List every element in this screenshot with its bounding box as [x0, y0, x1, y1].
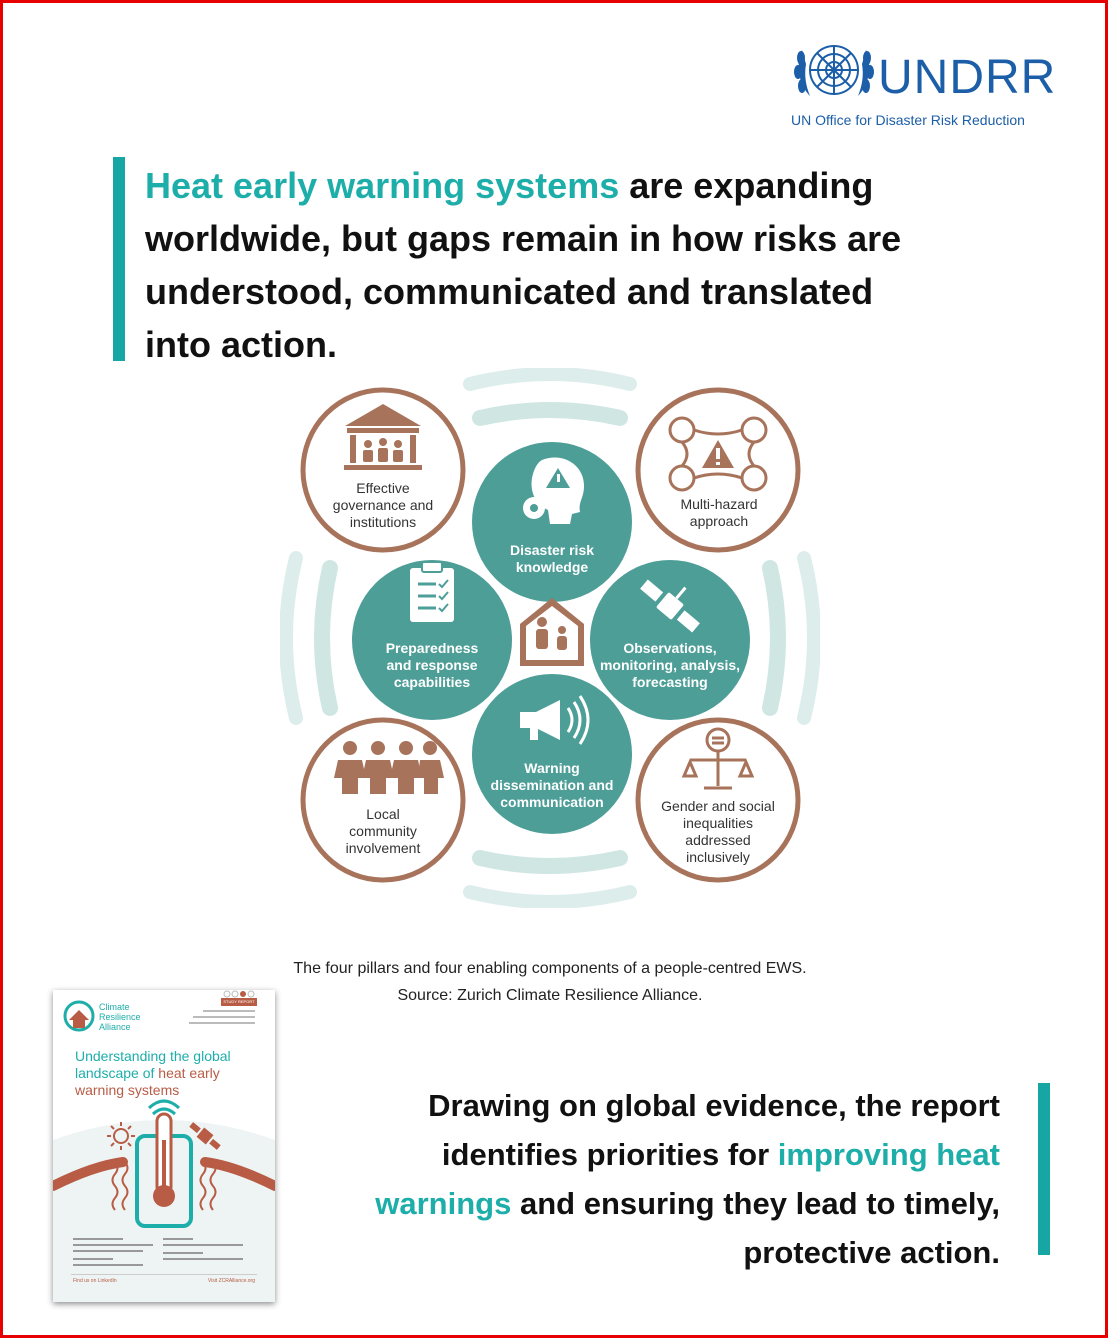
- report-badge: [221, 998, 257, 1006]
- arc-bottom-inner: [472, 850, 628, 874]
- caption-line-2: Source: Zurich Climate Resilience Allian…: [397, 987, 703, 1004]
- report-title-tail: warning systems: [75, 1082, 180, 1098]
- accent-bar: [113, 157, 125, 361]
- un-emblem-icon: [794, 45, 874, 96]
- cover-arc-left: [53, 1157, 128, 1191]
- report-org-line-1: Climate: [99, 1002, 130, 1012]
- satellite-icon: [640, 579, 700, 633]
- pillar-label-preparedness: Preparedness and response capabilities: [385, 640, 479, 690]
- closing-highlight: improving heat warnings: [375, 1137, 1000, 1221]
- report-footer-right: Visit ZCRAlliance.org: [207, 1278, 255, 1284]
- figure-caption: The four pillars and four enabling compo…: [240, 955, 860, 1009]
- headline: Heat early warning systems are expanding…: [145, 159, 915, 371]
- phone-thermometer-icon: [135, 1099, 193, 1228]
- report-title-plain: Understanding the global landscape of: [75, 1048, 231, 1081]
- sun-icon: [107, 1122, 135, 1150]
- multi-hazard-icon: [668, 416, 768, 492]
- closing-part-1: Drawing on global evidence, the report i…: [428, 1088, 1000, 1172]
- report-org-line-3: Alliance: [99, 1022, 131, 1032]
- arc-right-outer: [797, 551, 821, 725]
- cra-logo-icon: [63, 1000, 95, 1032]
- cover-author-lines: [73, 1238, 243, 1266]
- pillar-circle-preparedness: [348, 556, 516, 724]
- megaphone-icon: [520, 695, 590, 745]
- head-gear-icon: [523, 457, 584, 524]
- institution-icon: [344, 404, 422, 470]
- report-badge-text: STUDY REPORT: [223, 999, 255, 1004]
- report-title-highlight: heat early: [158, 1065, 220, 1081]
- pillar-label-knowledge: Disaster risk knowledge: [509, 542, 595, 575]
- outer-label-governance: Effective governance and institutions: [332, 480, 434, 530]
- headline-rest: are expanding worldwide, but gaps remain…: [145, 165, 902, 365]
- cover-satellite-icon: [189, 1122, 221, 1150]
- community-icon: [334, 741, 444, 794]
- arc-top-inner: [472, 402, 628, 426]
- report-org: Climate Resilience Alliance: [99, 1002, 141, 1032]
- brand-name: UNDRR: [878, 51, 1057, 104]
- scales-icon: [681, 727, 755, 790]
- report-title: Understanding the global landscape of he…: [75, 1048, 261, 1099]
- brand-office: UN Office for Disaster Risk Reduction: [791, 112, 1025, 128]
- clipboard-icon: [410, 561, 454, 622]
- report-cover-graphic: [53, 990, 275, 1302]
- family-house-icon: [520, 598, 584, 666]
- report-org-line-2: Resilience: [99, 1012, 141, 1022]
- closing-text: Drawing on global evidence, the report i…: [360, 1081, 1000, 1277]
- ews-diagram: Effective governance and institutions Mu…: [279, 367, 821, 909]
- headline-highlight: Heat early warning systems: [145, 165, 620, 206]
- caption-line-1: The four pillars and four enabling compo…: [293, 960, 807, 977]
- arc-right-inner: [762, 560, 786, 716]
- arc-left-outer: [279, 551, 303, 725]
- report-footer-left: Find us on LinkedIn: [73, 1278, 117, 1284]
- heat-waves: [111, 1161, 217, 1211]
- outer-label-community: Local community involvement: [345, 806, 421, 856]
- pillar-circle-warning: [468, 670, 636, 838]
- outer-circle-gender: [635, 717, 801, 883]
- report-cover: Climate Resilience Alliance STUDY REPORT…: [53, 990, 275, 1302]
- outer-label-multihazard: Multi-hazard approach: [680, 496, 758, 529]
- accent-bar-right: [1038, 1083, 1050, 1255]
- pillar-circle-observations: [586, 556, 754, 724]
- cover-arc-right: [200, 1157, 275, 1191]
- undrr-logo: UNDRR UN Office for Disaster Risk Reduct…: [788, 36, 1058, 136]
- arc-bottom-outer: [463, 885, 637, 909]
- outer-label-gender: Gender and social inequalities addressed…: [661, 798, 775, 865]
- pillar-label-warning: Warning dissemination and communication: [490, 760, 614, 810]
- outer-circle-multihazard: [635, 387, 801, 553]
- arc-left-inner: [314, 560, 338, 716]
- closing-part-2: and ensuring they lead to timely, protec…: [511, 1186, 1000, 1270]
- ews-diagram-graphic: [279, 367, 821, 909]
- pillar-label-observations: Observations, monitoring, analysis, fore…: [599, 640, 741, 690]
- arc-top-outer: [463, 367, 637, 391]
